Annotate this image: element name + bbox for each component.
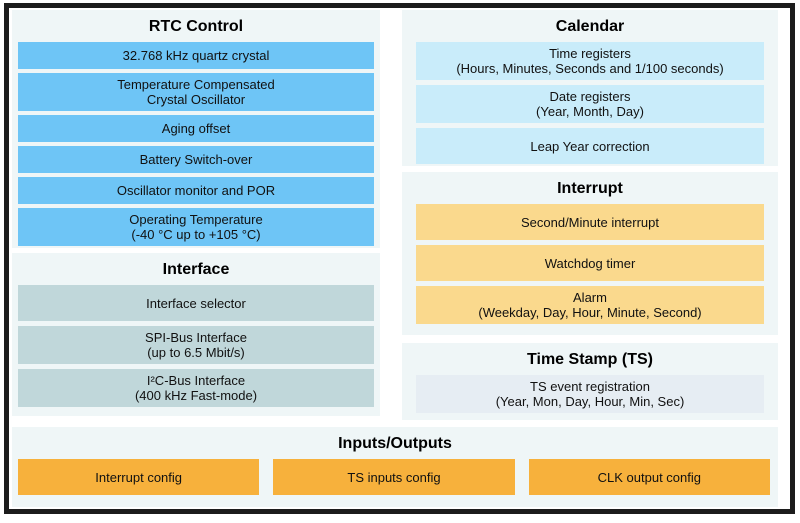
box-leap-year-correction-label: Leap Year correction	[530, 138, 650, 154]
box-leap-year-correction: Leap Year correction	[416, 128, 764, 164]
box-tcxo-label: Temperature Compensated Crystal Oscillat…	[117, 77, 275, 107]
box-aging-offset: Aging offset	[18, 115, 374, 142]
box-battery-switch-over: Battery Switch-over	[18, 146, 374, 173]
panel-time-stamp: Time Stamp (TS) TS event registration (Y…	[402, 343, 778, 420]
panel-rtc-control: RTC Control 32.768 kHz quartz crystal Te…	[12, 10, 380, 248]
box-second-minute-interrupt: Second/Minute interrupt	[416, 204, 764, 240]
box-interface-selector-label: Interface selector	[146, 295, 246, 311]
box-clk-output-config-label: CLK output config	[597, 469, 701, 485]
panel-title-calendar: Calendar	[555, 18, 625, 35]
box-clk-output-config: CLK output config	[528, 459, 770, 495]
box-date-registers-label: Date registers (Year, Month, Day)	[536, 89, 644, 119]
box-oscillator-monitor-por-label: Oscillator monitor and POR	[116, 183, 276, 198]
box-date-registers: Date registers (Year, Month, Day)	[416, 85, 764, 123]
interrupt-box-list: Second/Minute interrupt Watchdog timer A…	[402, 204, 778, 324]
panel-calendar: Calendar Time registers (Hours, Minutes,…	[402, 10, 778, 166]
box-interrupt-config-label: Interrupt config	[95, 469, 183, 485]
box-alarm-label: Alarm (Weekday, Day, Hour, Minute, Secon…	[478, 290, 702, 320]
panel-title-time-stamp: Time Stamp (TS)	[527, 351, 653, 368]
box-ts-inputs-config-label: TS inputs config	[347, 469, 441, 485]
box-i2c-bus-interface-label: I²C-Bus Interface (400 kHz Fast-mode)	[134, 373, 258, 403]
box-spi-bus-interface-label: SPI-Bus Interface (up to 6.5 Mbit/s)	[145, 330, 247, 360]
inputs-outputs-box-list: Interrupt config TS inputs config CLK ou…	[12, 459, 778, 495]
interface-box-list: Interface selector SPI-Bus Interface (up…	[12, 285, 380, 407]
box-interrupt-config: Interrupt config	[18, 459, 260, 495]
rtc-control-box-list: 32.768 kHz quartz crystal Temperature Co…	[12, 42, 380, 246]
panel-interface: Interface Interface selector SPI-Bus Int…	[12, 253, 380, 416]
time-stamp-box-list: TS event registration (Year, Mon, Day, H…	[402, 375, 778, 413]
box-ts-event-registration-label: TS event registration (Year, Mon, Day, H…	[495, 379, 685, 409]
panel-inputs-outputs: Inputs/Outputs Interrupt config TS input…	[12, 427, 778, 507]
box-oscillator-monitor-por: Oscillator monitor and POR	[18, 177, 374, 204]
box-tcxo: Temperature Compensated Crystal Oscillat…	[18, 73, 374, 111]
box-quartz-crystal: 32.768 kHz quartz crystal	[18, 42, 374, 69]
panel-title-inputs-outputs: Inputs/Outputs	[338, 435, 452, 452]
panel-title-rtc-control: RTC Control	[148, 18, 244, 35]
box-i2c-bus-interface: I²C-Bus Interface (400 kHz Fast-mode)	[18, 369, 374, 407]
box-watchdog-timer: Watchdog timer	[416, 245, 764, 281]
panel-title-interface: Interface	[162, 261, 230, 278]
box-ts-event-registration: TS event registration (Year, Mon, Day, H…	[416, 375, 764, 413]
box-interface-selector: Interface selector	[18, 285, 374, 321]
box-battery-switch-over-label: Battery Switch-over	[139, 152, 253, 167]
box-operating-temperature-label: Operating Temperature (-40 °C up to +105…	[129, 212, 263, 242]
box-aging-offset-label: Aging offset	[161, 121, 231, 136]
box-quartz-crystal-label: 32.768 kHz quartz crystal	[122, 48, 270, 63]
box-time-registers-label: Time registers (Hours, Minutes, Seconds …	[456, 46, 724, 76]
box-alarm: Alarm (Weekday, Day, Hour, Minute, Secon…	[416, 286, 764, 324]
box-operating-temperature: Operating Temperature (-40 °C up to +105…	[18, 208, 374, 246]
box-watchdog-timer-label: Watchdog timer	[544, 255, 636, 271]
calendar-box-list: Time registers (Hours, Minutes, Seconds …	[402, 42, 778, 164]
box-ts-inputs-config: TS inputs config	[273, 459, 515, 495]
box-second-minute-interrupt-label: Second/Minute interrupt	[520, 214, 660, 230]
box-spi-bus-interface: SPI-Bus Interface (up to 6.5 Mbit/s)	[18, 326, 374, 364]
panel-title-interrupt: Interrupt	[557, 180, 623, 197]
box-time-registers: Time registers (Hours, Minutes, Seconds …	[416, 42, 764, 80]
panel-interrupt: Interrupt Second/Minute interrupt Watchd…	[402, 172, 778, 335]
